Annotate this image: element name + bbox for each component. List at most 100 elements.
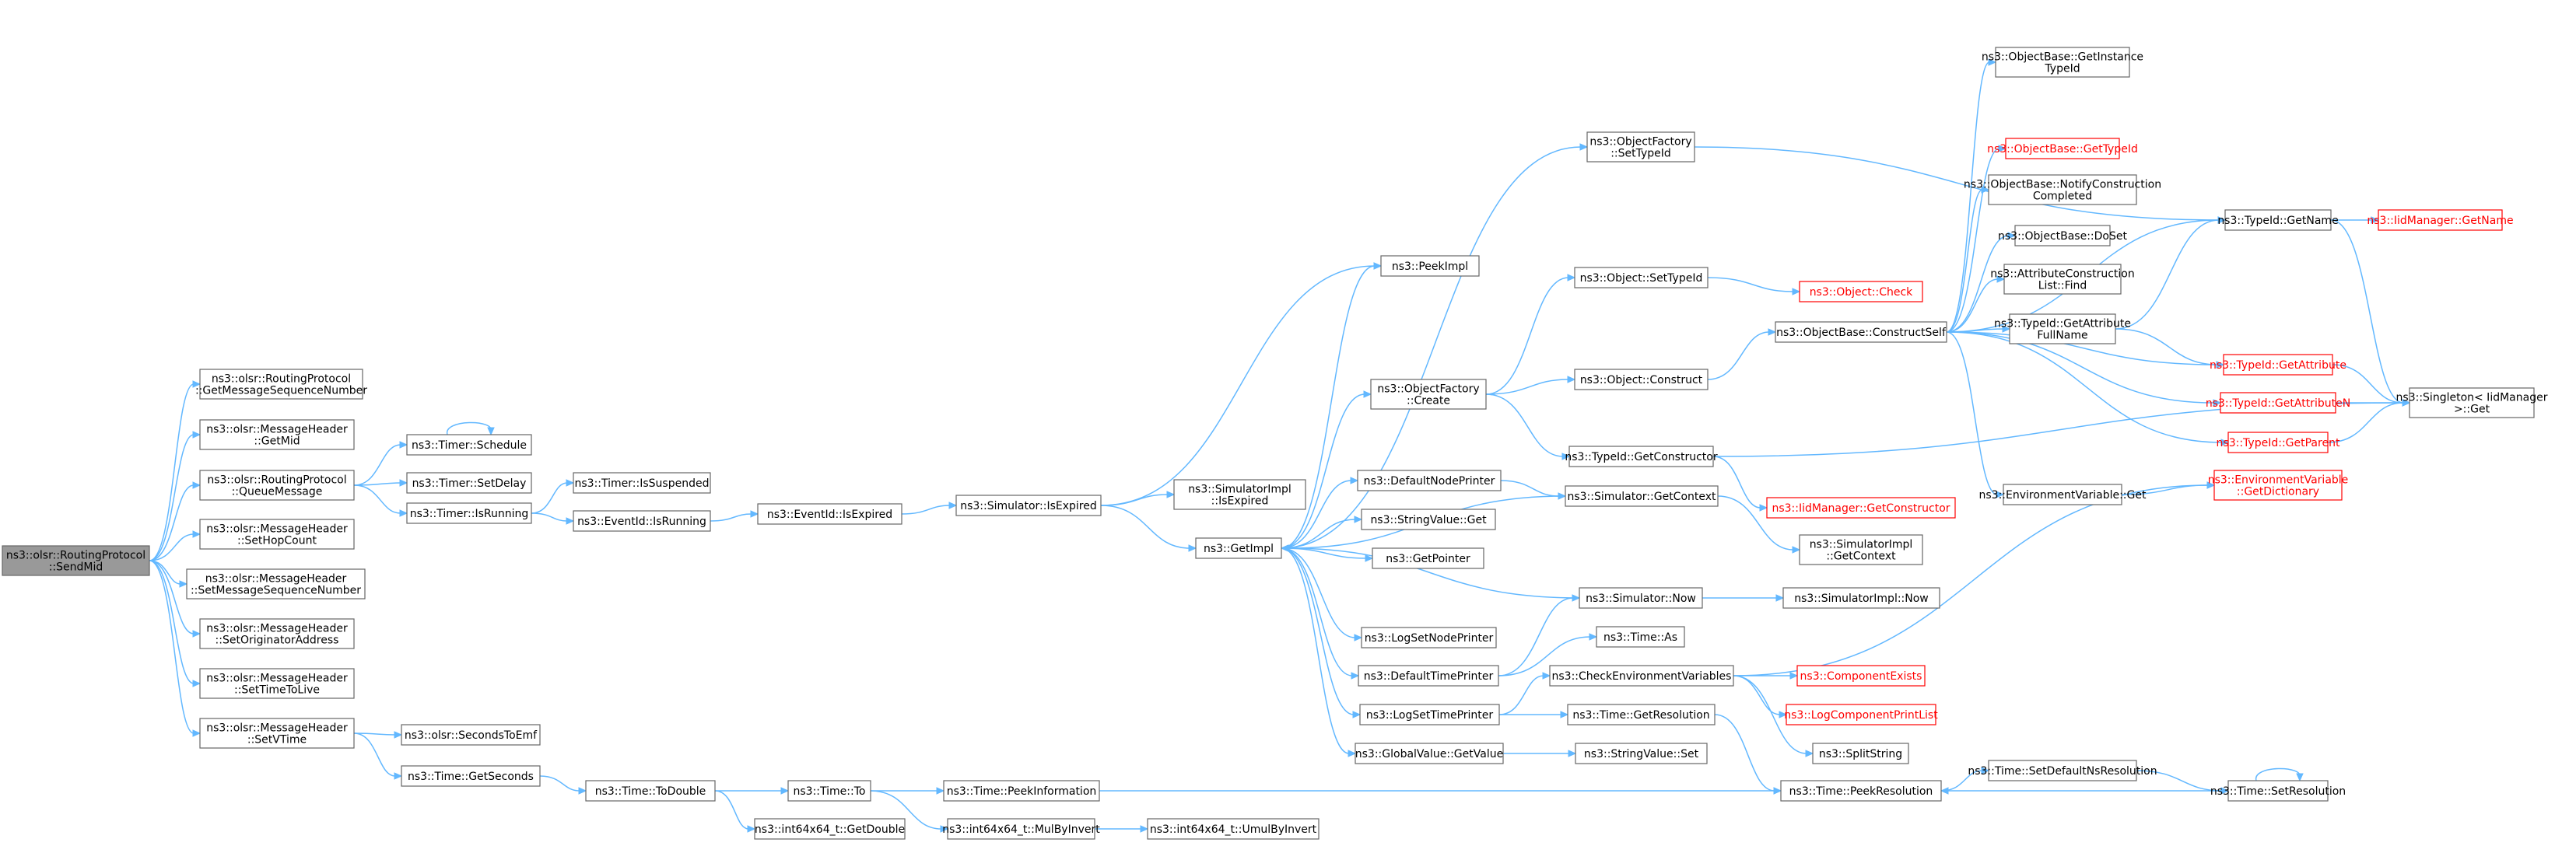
- function-node[interactable]: ns3::Time::GetResolution: [1567, 704, 1716, 725]
- function-node[interactable]: ns3::EnvironmentVariable::Get: [1979, 484, 2147, 505]
- function-node-label: ::GetMessageSequenceNumber: [195, 385, 367, 397]
- function-node[interactable]: ns3::olsr::RoutingProtocol::GetMessageSe…: [195, 369, 367, 400]
- function-node[interactable]: ns3::Time::ToDouble: [585, 780, 716, 802]
- function-node-box: [2227, 780, 2329, 802]
- function-node[interactable]: ns3::ObjectBase::DoSet: [1998, 225, 2127, 246]
- function-node[interactable]: ns3::olsr::RoutingProtocol::QueueMessage: [199, 470, 355, 501]
- call-edge-line: [1281, 547, 1356, 638]
- function-node-box: [2005, 138, 2120, 159]
- function-node[interactable]: ns3::olsr::MessageHeader::SetVTime: [199, 718, 355, 749]
- function-node[interactable]: ns3::StringValue::Get: [1361, 509, 1496, 530]
- function-node[interactable]: ns3::Time::To: [787, 780, 871, 802]
- call-edge-arrowhead: [1351, 672, 1360, 680]
- function-node[interactable]: ns3::Simulator::GetContext: [1565, 485, 1719, 507]
- function-node[interactable]: ns3::CheckEnvironmentVariables: [1549, 665, 1734, 687]
- function-node[interactable]: ns3::Time::SetResolution: [2210, 780, 2346, 802]
- function-node[interactable]: ns3::GetPointer: [1372, 547, 1484, 569]
- call-edge-arrowhead: [566, 479, 575, 487]
- call-edge: [870, 787, 945, 795]
- call-edge: [149, 481, 202, 561]
- function-node[interactable]: ns3::IidManager::GetName: [2367, 209, 2514, 231]
- call-edge-arrowhead: [1280, 544, 1289, 552]
- function-node[interactable]: ns3::LogSetTimePrinter: [1359, 704, 1500, 725]
- function-node-box: [1372, 547, 1484, 569]
- call-edge-arrowhead: [1567, 376, 1576, 383]
- function-node[interactable]: ns3::PeekImpl: [1380, 255, 1480, 277]
- call-edge: [149, 560, 202, 687]
- function-node-label: ns3::SplitString: [1819, 748, 1902, 760]
- call-edge-arrowhead: [1805, 750, 1814, 757]
- call-edge-line: [1946, 189, 1983, 333]
- function-node[interactable]: ns3::IidManager::GetConstructor: [1766, 497, 1956, 519]
- function-node[interactable]: ns3::SimulatorImpl::GetContext: [1799, 534, 1923, 565]
- function-node-label: ns3::TypeId::GetConstructor: [1565, 451, 1717, 463]
- call-edge-arrowhead: [780, 787, 790, 795]
- function-node[interactable]: ns3::ComponentExists: [1796, 665, 1926, 687]
- function-node[interactable]: ns3::DefaultNodePrinter: [1357, 470, 1502, 491]
- function-node-label: ns3::Time::GetSeconds: [408, 771, 534, 783]
- function-node[interactable]: ns3::TypeId::GetConstructor: [1565, 446, 1718, 467]
- function-node[interactable]: ns3::TypeId::GetParent: [2217, 432, 2340, 453]
- function-node[interactable]: ns3::int64x64_t::MulByInvert: [942, 818, 1100, 840]
- function-node[interactable]: ns3::Time::PeekResolution: [1780, 780, 1942, 802]
- function-node-label: ns3::olsr::MessageHeader: [206, 673, 348, 685]
- call-edge-arrowhead: [1363, 390, 1372, 398]
- function-node[interactable]: ns3::Timer::IsSuspended: [573, 472, 711, 494]
- function-node[interactable]: ns3::Timer::Schedule: [406, 434, 532, 456]
- function-node[interactable]: ns3::StringValue::Set: [1575, 743, 1708, 764]
- function-node[interactable]: ns3::TypeId::GetName: [2217, 209, 2339, 231]
- function-node[interactable]: ns3::int64x64_t::GetDouble: [754, 818, 906, 840]
- function-node[interactable]: ns3::olsr::MessageHeader::SetTimeToLive: [199, 668, 355, 699]
- function-node-box: [199, 519, 355, 550]
- function-node-label: ns3::LogSetNodePrinter: [1365, 632, 1494, 645]
- function-node[interactable]: ns3::DefaultTimePrinter: [1358, 665, 1499, 687]
- function-node[interactable]: ns3::Object::Check: [1799, 281, 1923, 302]
- function-node[interactable]: ns3::olsr::MessageHeader::SetHopCount: [199, 519, 355, 550]
- function-node[interactable]: ns3::Simulator::Now: [1579, 587, 1703, 609]
- function-node[interactable]: ns3::olsr::RoutingProtocol::SendMid: [2, 545, 150, 576]
- function-node[interactable]: ns3::int64x64_t::UmulByInvert: [1147, 818, 1320, 840]
- function-node[interactable]: ns3::TypeId::GetAttribute: [2210, 354, 2346, 376]
- function-node[interactable]: ns3::EventId::IsExpired: [757, 503, 902, 525]
- function-node[interactable]: ns3::TypeId::GetAttributeN: [2206, 392, 2350, 414]
- function-node[interactable]: ns3::olsr::MessageHeader::SetOriginatorA…: [199, 618, 355, 649]
- function-node[interactable]: ns3::Object::Construct: [1574, 369, 1709, 390]
- function-node[interactable]: ns3::ObjectBase::GetTypeId: [1987, 138, 2138, 159]
- function-node-box: [947, 818, 1095, 840]
- function-node[interactable]: ns3::olsr::MessageHeader::GetMid: [199, 419, 355, 450]
- function-node-box: [1357, 470, 1502, 491]
- function-node[interactable]: ns3::Time::GetSeconds: [401, 765, 541, 787]
- function-node[interactable]: ns3::olsr::MessageHeader::SetMessageSequ…: [186, 568, 366, 600]
- function-node[interactable]: ns3::Singleton< IidManager>::Get: [2396, 387, 2548, 418]
- function-node[interactable]: ns3::Object::SetTypeId: [1574, 267, 1709, 288]
- function-node[interactable]: ns3::GetImpl: [1195, 537, 1282, 559]
- function-node-label: ns3::EnvironmentVariable::Get: [1979, 489, 2147, 502]
- function-node[interactable]: ns3::Timer::IsRunning: [406, 502, 532, 524]
- function-node[interactable]: ns3::olsr::SecondsToEmf: [401, 724, 541, 746]
- function-node-box: [199, 369, 363, 400]
- function-node-label: ns3::GetImpl: [1204, 543, 1274, 555]
- function-node[interactable]: ns3::Time::PeekInformation: [943, 780, 1100, 802]
- function-node[interactable]: ns3::Time::As: [1596, 626, 1685, 648]
- function-node[interactable]: ns3::EventId::IsRunning: [573, 510, 711, 532]
- function-node[interactable]: ns3::ObjectBase::NotifyConstructionCompl…: [1964, 174, 2161, 205]
- function-node[interactable]: ns3::ObjectFactory::SetTypeId: [1586, 131, 1695, 163]
- function-node[interactable]: ns3::ObjectBase::ConstructSelf: [1775, 321, 1947, 343]
- function-node[interactable]: ns3::LogSetNodePrinter: [1361, 627, 1497, 648]
- function-node[interactable]: ns3::EnvironmentVariable::GetDictionary: [2208, 470, 2349, 501]
- call-edge: [2327, 399, 2411, 443]
- function-node[interactable]: ns3::Time::SetDefaultNsResolution: [1968, 760, 2157, 781]
- call-edge-arrowhead: [2216, 361, 2225, 369]
- function-node[interactable]: ns3::Simulator::IsExpired: [955, 495, 1102, 516]
- function-node[interactable]: ns3::LogComponentPrintList: [1784, 704, 1938, 725]
- function-node[interactable]: ns3::GlobalValue::GetValue: [1355, 743, 1504, 764]
- function-node[interactable]: ns3::Timer::SetDelay: [406, 472, 532, 494]
- function-node[interactable]: ns3::SimulatorImpl::IsExpired: [1173, 479, 1306, 510]
- call-edge-arrowhead: [1768, 328, 1777, 336]
- function-node[interactable]: ns3::SplitString: [1812, 743, 1909, 764]
- function-node[interactable]: ns3::ObjectFactory::Create: [1370, 379, 1487, 410]
- function-node[interactable]: ns3::SimulatorImpl::Now: [1782, 587, 1940, 609]
